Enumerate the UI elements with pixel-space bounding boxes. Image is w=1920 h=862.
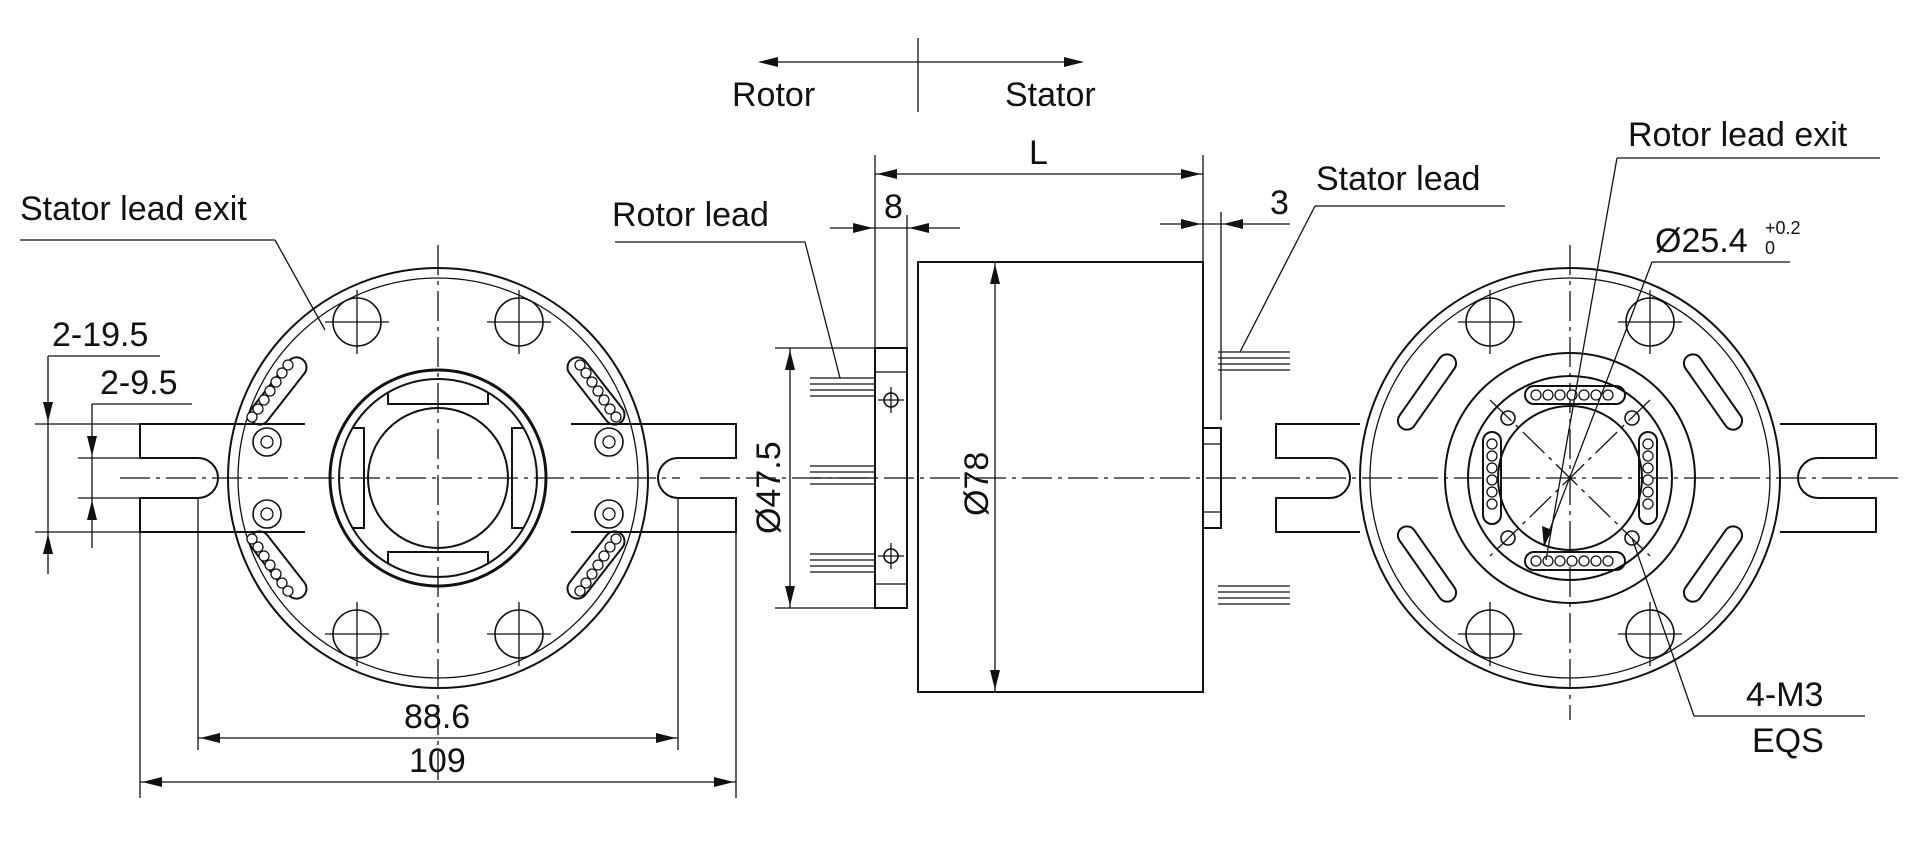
stator-lead-label: Stator lead bbox=[1316, 160, 1480, 198]
screw-icon bbox=[252, 427, 282, 457]
overall-width-dimension: 109 bbox=[409, 742, 466, 780]
body-diameter-dimension: Ø78 bbox=[958, 452, 996, 516]
screw-icon bbox=[594, 499, 624, 529]
mounting-hole-icon bbox=[1618, 602, 1682, 666]
eqs-label: EQS bbox=[1752, 722, 1824, 760]
flange-diameter-dimension: Ø47.5 bbox=[750, 441, 788, 534]
rotor-lead-exit-label: Rotor lead exit bbox=[1628, 116, 1848, 154]
hole-span-dimension: 88.6 bbox=[404, 698, 470, 736]
stator-direction-label: Stator bbox=[1005, 76, 1096, 114]
left-end-view: Stator lead exit 2-19.5 2-9.5 88.6 109 bbox=[20, 190, 737, 798]
bore-tolerance-lower: 0 bbox=[1765, 238, 1775, 258]
mounting-hole-icon bbox=[1618, 290, 1682, 354]
stator-lead-exit-label: Stator lead exit bbox=[20, 190, 247, 228]
bore-tolerance-upper: +0.2 bbox=[1765, 218, 1801, 238]
slot-inner-dimension: 2-9.5 bbox=[100, 364, 178, 402]
inner-bead-chain bbox=[1524, 551, 1626, 571]
stator-gap-dimension: 3 bbox=[1270, 184, 1289, 222]
rotor-lead-label: Rotor lead bbox=[612, 196, 769, 234]
rotor-lead-wires bbox=[810, 377, 875, 573]
side-view: L 8 3 Ø47.5 Ø78 Rotor lead Stator lead bbox=[612, 134, 1505, 693]
lead-exit-bead-chain bbox=[246, 530, 308, 600]
screw-icon bbox=[252, 499, 282, 529]
stator-lead-wires bbox=[1218, 351, 1290, 605]
inner-bead-chain bbox=[1638, 431, 1658, 525]
slot-outer-dimension: 2-19.5 bbox=[52, 316, 148, 354]
lead-exit-bead-chain bbox=[566, 356, 626, 426]
m3-thread-label: 4-M3 bbox=[1746, 676, 1823, 714]
mounting-hole-icon bbox=[1458, 602, 1522, 666]
lead-exit-bead-chain bbox=[246, 356, 308, 426]
mounting-hole-icon bbox=[1458, 290, 1522, 354]
bore-diameter-dimension: Ø25.4 bbox=[1655, 222, 1748, 260]
direction-indicator: Rotor Stator bbox=[732, 38, 1096, 114]
flange-thickness-dimension: 8 bbox=[884, 188, 903, 226]
inner-bead-chain bbox=[1524, 385, 1626, 405]
lead-exit-bead-chain bbox=[566, 530, 626, 600]
screw-icon bbox=[594, 427, 624, 457]
inner-bead-chain bbox=[1482, 431, 1502, 525]
length-dimension: L bbox=[1029, 134, 1048, 172]
right-end-view: Rotor lead exit Ø25.4 +0.2 0 4-M3 EQS bbox=[1270, 116, 1900, 760]
mounting-hole-icon bbox=[325, 290, 389, 354]
mounting-hole-icon bbox=[487, 290, 551, 354]
mounting-hole-icon bbox=[325, 602, 389, 666]
mounting-hole-icon bbox=[487, 602, 551, 666]
rotor-direction-label: Rotor bbox=[732, 76, 815, 114]
